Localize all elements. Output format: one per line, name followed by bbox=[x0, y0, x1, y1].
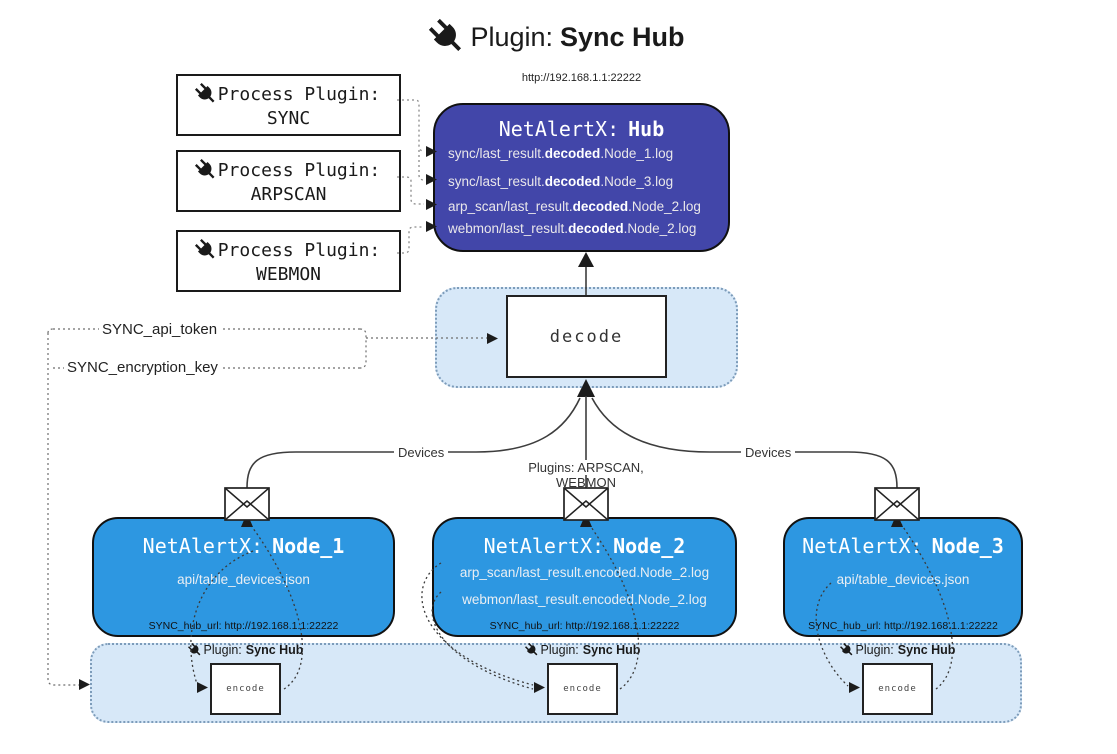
envelope-icon bbox=[563, 487, 609, 521]
connector-sync-to-hub bbox=[397, 99, 425, 152]
process-plugin-box-webmon: Process Plugin: WEBMON bbox=[176, 230, 401, 292]
connector-node3-to-decode bbox=[792, 451, 898, 489]
plug-icon bbox=[192, 80, 220, 108]
process-plugin-label: Process Plugin: bbox=[217, 159, 381, 181]
hub-title-prefix: NetAlertX: bbox=[498, 117, 620, 141]
node-title: NetAlertX:Node_3 bbox=[802, 534, 1004, 558]
node-footer: SYNC_hub_url: http://192.168.1.1:22222 bbox=[808, 620, 998, 632]
connector-webmon-to-hub bbox=[397, 226, 424, 254]
plug-icon bbox=[192, 156, 220, 184]
envelope-icon bbox=[224, 487, 270, 521]
process-plugin-name: ARPSCAN bbox=[250, 184, 327, 205]
connector-node1-to-decode bbox=[445, 397, 581, 453]
node-file: arp_scan/last_result.encoded.Node_2.log bbox=[459, 565, 710, 580]
process-plugin-label: Process Plugin: bbox=[217, 83, 381, 105]
plugins-label-mid: Plugins: ARPSCAN, WEBMON bbox=[500, 460, 672, 490]
hub-url: http://192.168.1.1:22222 bbox=[521, 72, 642, 84]
node-footer: SYNC_hub_url: http://192.168.1.1:22222 bbox=[148, 620, 339, 632]
arrowhead bbox=[79, 679, 90, 690]
connector-arpscan-to-hub bbox=[397, 176, 424, 205]
node-box-node2: NetAlertX:Node_2 arp_scan/last_result.en… bbox=[432, 517, 737, 637]
process-plugin-name: SYNC bbox=[266, 108, 311, 129]
sync-api-token-label: SYNC_api_token bbox=[99, 321, 221, 339]
node-box-node1: NetAlertX:Node_1 api/table_devices.json … bbox=[92, 517, 395, 637]
process-plugin-label: Process Plugin: bbox=[217, 239, 381, 261]
hub-title: NetAlertX: Hub bbox=[435, 117, 728, 141]
connector-key-left-vertical bbox=[47, 328, 79, 686]
process-plugin-box-arpscan: Process Plugin: ARPSCAN bbox=[176, 150, 401, 212]
envelope-icon bbox=[874, 487, 920, 521]
connector-key-corner bbox=[359, 328, 367, 369]
plug-icon bbox=[185, 640, 203, 658]
hub-log-line: sync/last_result.decoded.Node_3.log bbox=[448, 174, 674, 189]
devices-label-right: Devices bbox=[741, 445, 796, 460]
encode-box: encode bbox=[547, 663, 618, 715]
page-title: Plugin: Sync Hub bbox=[0, 16, 1117, 58]
node-file: api/table_devices.json bbox=[177, 572, 310, 587]
node-title: NetAlertX:Node_1 bbox=[142, 534, 345, 558]
encode-plugin-label: Plugin:Sync Hub bbox=[513, 641, 653, 658]
arrowhead bbox=[578, 252, 594, 267]
connector-sync-to-hub-2 bbox=[418, 150, 425, 181]
encode-box: encode bbox=[862, 663, 933, 715]
node-title: NetAlertX:Node_2 bbox=[483, 534, 686, 558]
plug-icon bbox=[192, 236, 220, 264]
page-title-label: Plugin: bbox=[470, 21, 554, 52]
decode-box: decode bbox=[506, 295, 667, 378]
node-file: webmon/last_result.encoded.Node_2.log bbox=[462, 592, 707, 607]
connector-node1-to-decode bbox=[246, 451, 398, 489]
encode-plugin-label: Plugin:Sync Hub bbox=[176, 641, 316, 658]
node-box-node3: NetAlertX:Node_3 api/table_devices.json … bbox=[783, 517, 1023, 637]
connector-node3-to-decode bbox=[591, 397, 744, 453]
hub-title-name: Hub bbox=[628, 117, 665, 141]
hub-log-line: arp_scan/last_result.decoded.Node_2.log bbox=[448, 199, 701, 214]
encode-box: encode bbox=[210, 663, 281, 715]
hub-box: NetAlertX: Hub sync/last_result.decoded.N… bbox=[433, 103, 730, 252]
hub-log-line: webmon/last_result.decoded.Node_2.log bbox=[448, 221, 697, 236]
page-title-name: Sync Hub bbox=[560, 21, 685, 52]
node-file: api/table_devices.json bbox=[836, 572, 970, 587]
hub-log-line: sync/last_result.decoded.Node_1.log bbox=[448, 146, 674, 161]
plug-icon bbox=[837, 640, 855, 658]
process-plugin-name: WEBMON bbox=[255, 264, 322, 285]
devices-label-left: Devices bbox=[394, 445, 449, 460]
encode-plugin-label: Plugin:Sync Hub bbox=[828, 641, 968, 658]
sync-encryption-key-label: SYNC_encryption_key bbox=[64, 359, 221, 377]
plug-icon bbox=[424, 14, 471, 61]
node-footer: SYNC_hub_url: http://192.168.1.1:22222 bbox=[489, 620, 680, 632]
plug-icon bbox=[522, 640, 540, 658]
process-plugin-box-sync: Process Plugin: SYNC bbox=[176, 74, 401, 136]
